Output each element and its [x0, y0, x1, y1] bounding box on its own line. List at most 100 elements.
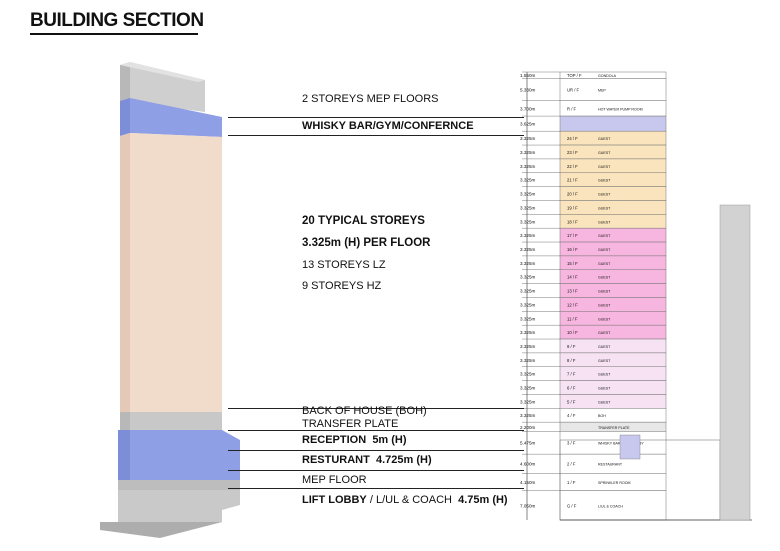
- label-boh: BACK OF HOUSE (BOH): [302, 405, 427, 417]
- floor-use-label: GUEST: [598, 345, 611, 349]
- tower-massing-model: [100, 62, 240, 538]
- floor-height-label: 3.625m: [520, 122, 535, 127]
- floor-use-label: MEP: [598, 89, 606, 93]
- floor-level-label: 22 / F: [567, 164, 578, 169]
- floor-height-label: 3.325m: [520, 344, 535, 349]
- label-hz: 9 STOREYS HZ: [302, 280, 382, 292]
- floor-height-label: 3.325m: [520, 358, 535, 363]
- tower-base-plinth: [100, 522, 222, 538]
- tower-shaft-side: [120, 133, 130, 412]
- label-lobby-height: 4.75m (H): [458, 494, 508, 506]
- floor-use-label: GUEST: [598, 373, 611, 377]
- floor-use-label: GUEST: [598, 220, 611, 224]
- tower-base-front: [118, 490, 240, 522]
- floor-level-label: 8 / F: [567, 358, 576, 363]
- tower-whisky-band-side: [120, 98, 130, 136]
- floor-height-label: 3.325m: [520, 164, 535, 169]
- floor-level-label: 12 / F: [567, 302, 578, 307]
- label-restaurant-height: 4.725m (H): [375, 454, 432, 466]
- floor-height-label: 3.325m: [520, 386, 535, 391]
- tower-podium-front: [130, 430, 240, 480]
- label-mep-floor: MEP FLOOR: [302, 474, 367, 486]
- floor-level-label: 4 / F: [567, 413, 576, 418]
- label-restaurant: RESTURANT 4.725m (H): [302, 454, 432, 466]
- leader-transfer: [228, 430, 524, 431]
- floor-level-label: R / F: [567, 106, 577, 111]
- floor-level-label: 20 / F: [567, 192, 578, 197]
- tower-top-core-side: [120, 62, 130, 105]
- floor-level-label: G / F: [567, 503, 577, 508]
- floor-level-label: 19 / F: [567, 205, 578, 210]
- label-reception-name: RECEPTION: [302, 434, 367, 446]
- floor-use-label: GUEST: [598, 179, 611, 183]
- leader-restaurant: [228, 470, 524, 471]
- floor-height-label: 3.325m: [520, 316, 535, 321]
- tower-whisky-band-front: [130, 98, 222, 137]
- floor-use-label: GUEST: [598, 262, 611, 266]
- floor-use-label: GUEST: [598, 193, 611, 197]
- page-title: BUILDING SECTION: [30, 10, 204, 31]
- label-typical: 20 TYPICAL STOREYS: [302, 215, 425, 227]
- floor-height-label: 4.150m: [520, 480, 535, 485]
- leader-reception: [228, 450, 524, 451]
- label-lz: 13 STOREYS LZ: [302, 259, 386, 271]
- podium-blue-block: [619, 434, 641, 460]
- floor-level-label: 9 / F: [567, 344, 576, 349]
- floor-level-label: 15 / F: [567, 261, 578, 266]
- floor-height-label: 7.050m: [520, 503, 535, 508]
- tower-mep-floor-front: [118, 480, 240, 490]
- floor-height-label: 3.325m: [520, 413, 535, 418]
- floor-level-label: 16 / F: [567, 247, 578, 252]
- floor-use-label: BOH: [598, 414, 606, 418]
- floor-height-label: 3.325m: [520, 247, 535, 252]
- floor-use-label: RESTAURANT: [598, 463, 623, 467]
- floor-height-label: 3.325m: [520, 178, 535, 183]
- tower-boh-side: [120, 412, 130, 430]
- floor-level-label: 24 / F: [567, 136, 578, 141]
- floor-height-label: 3.325m: [520, 372, 535, 377]
- floor-height-label: 5.330m: [520, 88, 535, 93]
- label-reception: RECEPTION 5m (H): [302, 434, 407, 446]
- floor-level-label: 18 / F: [567, 219, 578, 224]
- floor-height-label: 3.325m: [520, 399, 535, 404]
- leader-mep: [228, 488, 524, 489]
- floor-level-label: 5 / F: [567, 399, 576, 404]
- floor-use-label: TRANSFER PLATE: [598, 426, 630, 430]
- floor-level-label: 6 / F: [567, 386, 576, 391]
- floor-band: [559, 380, 667, 395]
- floor-height-label: 5.475m: [520, 441, 535, 446]
- floor-height-label: 3.325m: [520, 233, 535, 238]
- floor-use-label: GUEST: [598, 276, 611, 280]
- floor-height-label: 4.600m: [520, 462, 535, 467]
- floor-use-label: GUEST: [598, 234, 611, 238]
- floor-level-label: UR / F: [567, 88, 580, 93]
- floor-use-label: GUEST: [598, 206, 611, 210]
- floor-height-label: 2.200m: [520, 425, 535, 430]
- floor-level-label: 14 / F: [567, 275, 578, 280]
- floor-use-label: SPRINKLER ROOM: [598, 481, 631, 485]
- floor-band: [559, 490, 667, 521]
- floor-level-label: 23 / F: [567, 150, 578, 155]
- floor-height-label: 3.325m: [520, 261, 535, 266]
- floor-level-label: 13 / F: [567, 289, 578, 294]
- floor-height-label: 3.325m: [520, 136, 535, 141]
- floor-level-label: 3 / F: [567, 441, 576, 446]
- floor-use-label: GONDOLA: [598, 74, 617, 78]
- label-whisky: WHISKY BAR/GYM/CONFERNCE: [302, 120, 474, 132]
- leader-whisky: [228, 117, 524, 118]
- leader-whisky-lower: [228, 135, 524, 136]
- title-underline: [30, 33, 198, 35]
- floor-use-label: GUEST: [598, 317, 611, 321]
- floor-use-label: GUEST: [598, 331, 611, 335]
- floor-height-label: 3.325m: [520, 330, 535, 335]
- floor-use-label: L/UL & COACH: [598, 504, 623, 508]
- floor-use-label: GUEST: [598, 387, 611, 391]
- label-mep-top: 2 STOREYS MEP FLOORS: [302, 93, 439, 105]
- floor-height-label: 3.325m: [520, 205, 535, 210]
- floor-level-label: 21 / F: [567, 178, 578, 183]
- floor-height-label: 1.550m: [520, 73, 535, 78]
- floor-height-label: 3.700m: [520, 106, 535, 111]
- floor-use-label: GUEST: [598, 303, 611, 307]
- floor-use-label: GUEST: [598, 400, 611, 404]
- floor-height-label: 3.325m: [520, 275, 535, 280]
